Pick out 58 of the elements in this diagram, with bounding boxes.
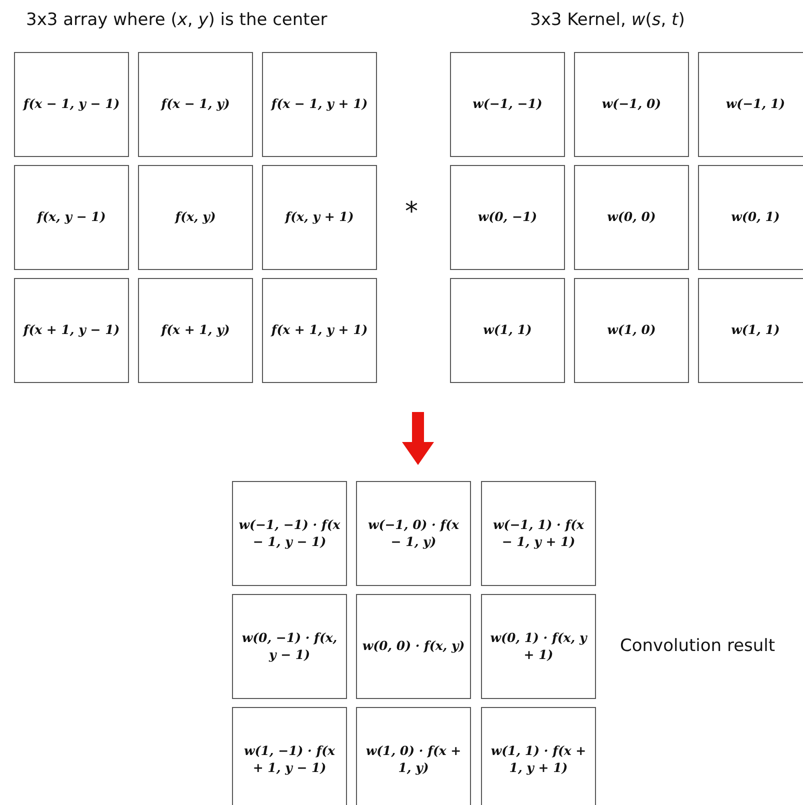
product-cell-box — [356, 481, 471, 586]
cell-formula: w(0, 1) — [731, 209, 780, 226]
kernel-cell-box — [574, 278, 689, 383]
kernel-cell-box — [450, 52, 565, 157]
cell-formula: w(−1, 0) · f(x − 1, y) — [367, 516, 460, 550]
kernel-cell-box — [574, 52, 689, 157]
array-cell-box — [14, 165, 129, 270]
cell-formula: w(1, 1) — [731, 322, 780, 339]
kernel-heading: 3x3 Kernel, w(s, t) — [530, 10, 685, 30]
cell-formula: w(1, 0) — [607, 322, 656, 339]
cell-formula: w(1, 0) · f(x + 1, y) — [364, 742, 462, 776]
product-cell-box — [232, 594, 347, 699]
array-cell-box — [14, 52, 129, 157]
cell-formula: f(x + 1, y − 1) — [23, 322, 120, 339]
cell-formula: w(1, −1) · f(x + 1, y − 1) — [243, 742, 336, 776]
cell-formula: w(−1, 1) · f(x − 1, y + 1) — [492, 516, 585, 550]
cell-formula: w(1, 1) — [483, 322, 532, 339]
array-heading: 3x3 array where (x, y) is the center — [26, 10, 328, 30]
cell-formula: f(x, y + 1) — [285, 209, 354, 226]
cell-formula: w(−1, 1) — [726, 96, 786, 113]
cell-formula: w(0, 0) · f(x, y) — [362, 638, 465, 655]
cell-formula: f(x + 1, y) — [161, 322, 230, 339]
cell-formula: w(−1, −1) · f(x − 1, y − 1) — [238, 516, 342, 550]
cell-formula: f(x − 1, y) — [161, 96, 230, 113]
product-cell-box — [356, 707, 471, 805]
product-cell-box — [356, 594, 471, 699]
kernel-cell-box — [698, 278, 803, 383]
product-cell-box — [481, 481, 596, 586]
product-cell-box — [481, 707, 596, 805]
kernel-cell-box — [698, 52, 803, 157]
cell-formula: w(−1, 0) — [602, 96, 662, 113]
kernel-cell-box — [450, 165, 565, 270]
array-cell-box — [138, 278, 253, 383]
kernel-cell-box — [450, 278, 565, 383]
cell-formula: f(x − 1, y + 1) — [271, 96, 368, 113]
cell-formula: f(x, y) — [175, 209, 216, 226]
array-cell-box — [262, 52, 377, 157]
array-cell-box — [138, 52, 253, 157]
cell-formula: w(0, 1) · f(x, y + 1) — [489, 630, 588, 664]
array-cell-box — [262, 278, 377, 383]
cell-formula: f(x − 1, y − 1) — [23, 96, 120, 113]
result-caption: Convolution result — [620, 636, 776, 656]
array-cell-box — [14, 278, 129, 383]
array-cell-box — [262, 165, 377, 270]
product-cell-box — [232, 481, 347, 586]
cell-formula: w(0, −1) · f(x, y − 1) — [240, 630, 338, 664]
cell-formula: w(−1, −1) — [472, 96, 542, 113]
kernel-cell-box — [698, 165, 803, 270]
cell-formula: w(1, 1) · f(x + 1, y + 1) — [490, 742, 588, 776]
kernel-cell-box — [574, 165, 689, 270]
cell-formula: w(0, −1) — [478, 209, 538, 226]
convolution-operator: * — [405, 197, 418, 227]
cell-formula: w(0, 0) — [607, 209, 656, 226]
product-cell-box — [481, 594, 596, 699]
cell-formula: f(x, y − 1) — [37, 209, 106, 226]
cell-formula: f(x + 1, y + 1) — [271, 322, 368, 339]
array-cell-box — [138, 165, 253, 270]
product-cell-box — [232, 707, 347, 805]
